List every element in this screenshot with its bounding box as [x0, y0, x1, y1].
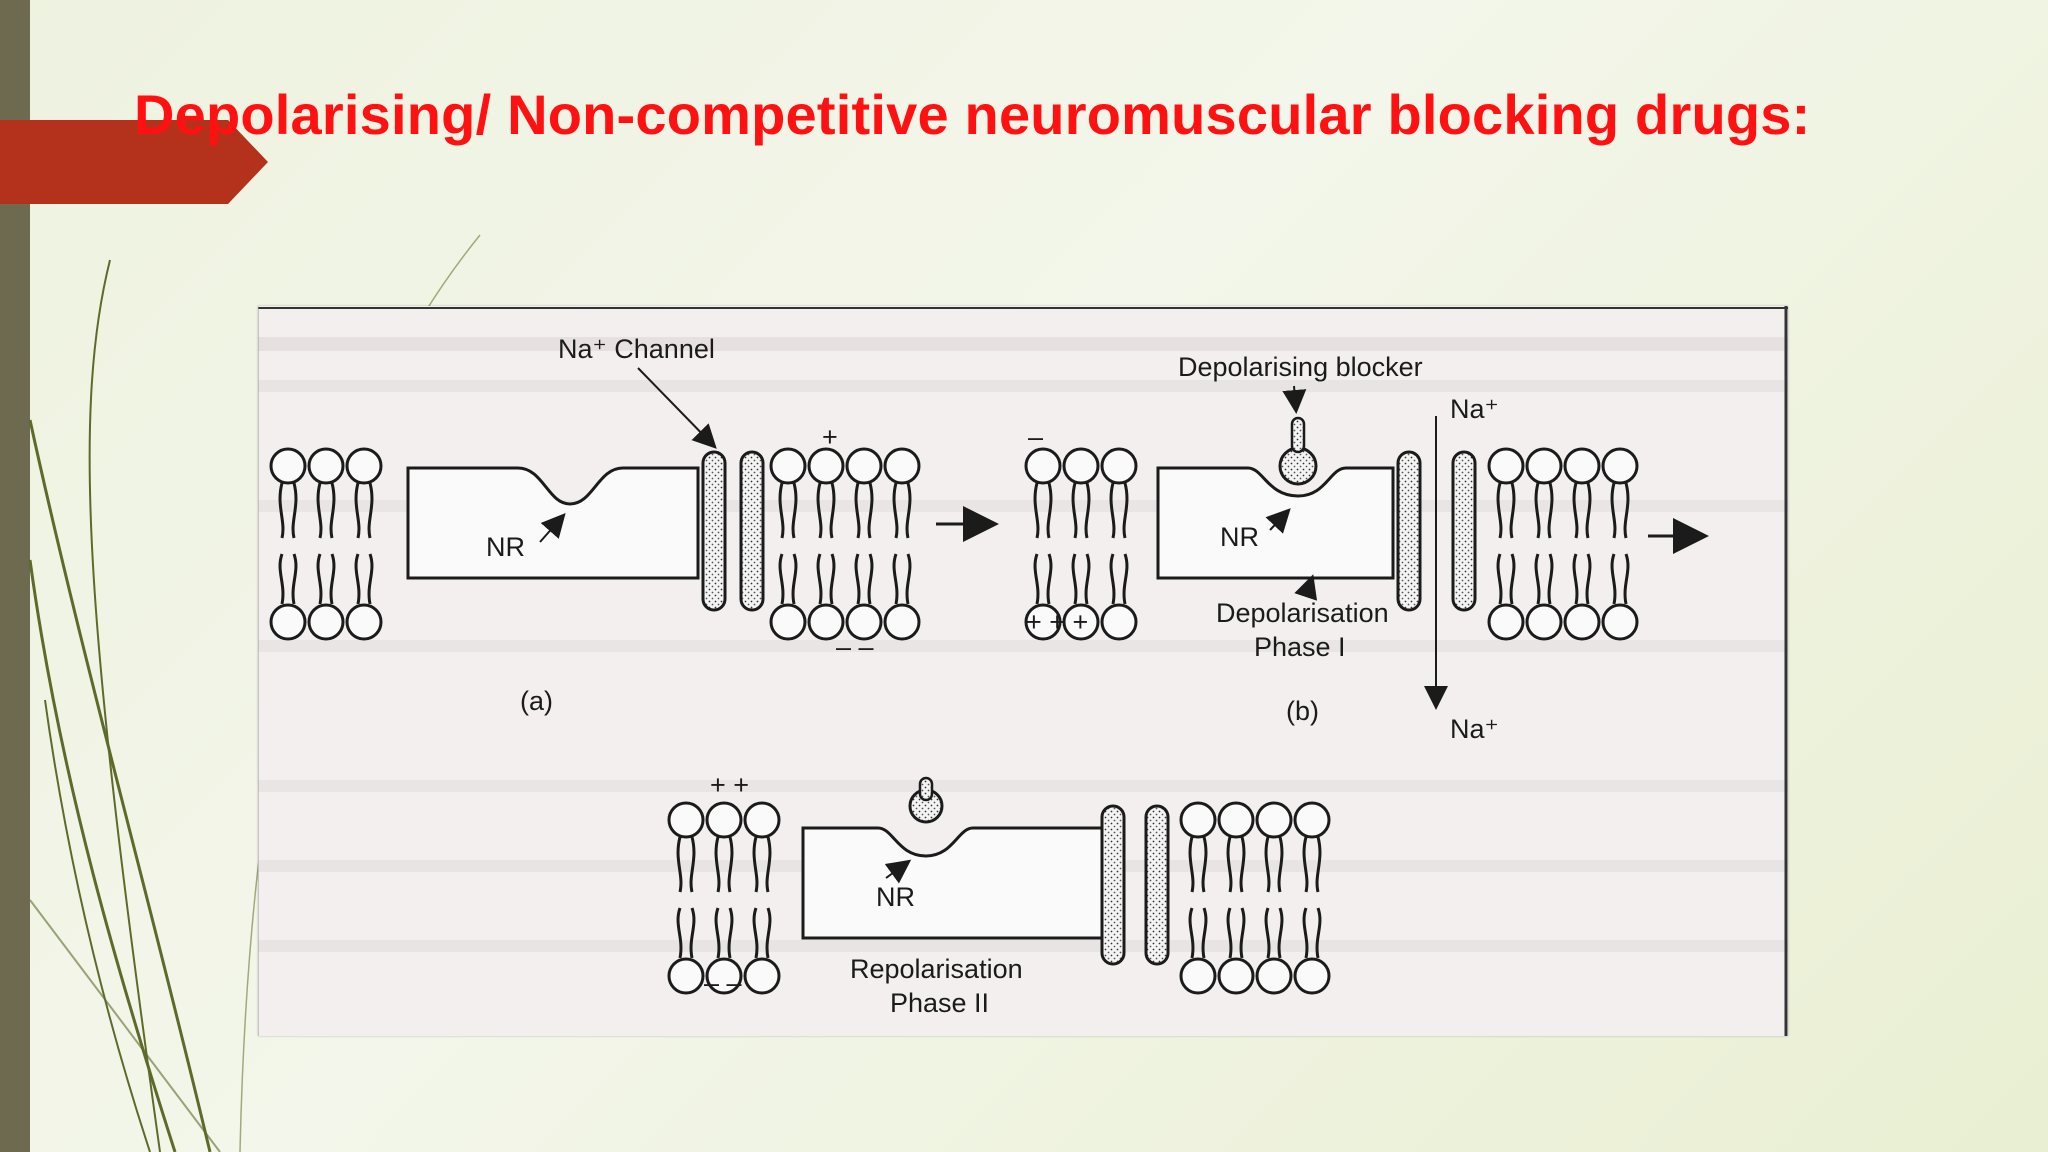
sodium-channel-c-right	[1144, 804, 1170, 966]
diagram-canvas: NR Na⁺ Channel + – – (a) – + + + Depola	[258, 306, 1788, 1036]
slide-title: Depolarising/ Non-competitive neuromuscu…	[134, 83, 1811, 146]
charge-minus-a: – –	[836, 632, 874, 662]
lipid-group-a-left	[269, 447, 383, 641]
lipid-group-a-right	[769, 447, 921, 641]
sodium-channel-c-left	[1100, 804, 1126, 966]
nr-label-c: NR	[876, 882, 915, 912]
depolarising-blocker-molecule	[1278, 416, 1318, 486]
repolarisation-label-1: Repolarisation	[850, 954, 1023, 984]
na-label-bottom: Na⁺	[1450, 714, 1499, 744]
title-ribbon	[0, 120, 268, 204]
sodium-channel-a-right	[739, 450, 765, 612]
repolarisation-label-2: Phase II	[890, 988, 989, 1018]
nicotinic-receptor-c	[801, 826, 1108, 940]
na-channel-label: Na⁺ Channel	[558, 334, 715, 364]
sodium-channel-b-right	[1451, 450, 1477, 612]
lipid-group-c-right	[1179, 801, 1331, 995]
depolarising-blocker-label: Depolarising blocker	[1178, 352, 1423, 382]
depolarisation-label-1: Depolarisation	[1216, 598, 1389, 628]
sodium-channel-b-left	[1396, 450, 1422, 612]
nicotinic-receptor-a	[406, 466, 700, 580]
bound-blocker-molecule	[908, 776, 944, 824]
na-label-top: Na⁺	[1450, 394, 1499, 424]
depolarisation-label-2: Phase I	[1254, 632, 1346, 662]
charge-plus-c: + +	[710, 770, 749, 800]
nr-label-a: NR	[486, 532, 525, 562]
charge-plus-b: + + +	[1026, 607, 1088, 637]
sodium-channel-a-left	[701, 450, 727, 612]
lipid-group-c-left	[667, 801, 781, 995]
panel-a-label: (a)	[520, 686, 553, 716]
charge-minus-c: – –	[704, 968, 742, 998]
lipid-group-b-right	[1487, 447, 1639, 641]
neuromuscular-diagram: NR Na⁺ Channel + – – (a) – + + + Depola	[258, 306, 1788, 1036]
panel-b-label: (b)	[1286, 696, 1319, 726]
charge-minus-b: –	[1028, 422, 1043, 452]
panel-repolarisation: + + – – NR Repolarisation Phase II	[667, 770, 1331, 1018]
nr-label-b: NR	[1220, 522, 1259, 552]
panel-a: NR Na⁺ Channel + – – (a)	[269, 334, 999, 716]
charge-plus-a: +	[822, 422, 838, 452]
panel-b: – + + + Depolarising blocker NR Depolari…	[1024, 352, 1709, 744]
